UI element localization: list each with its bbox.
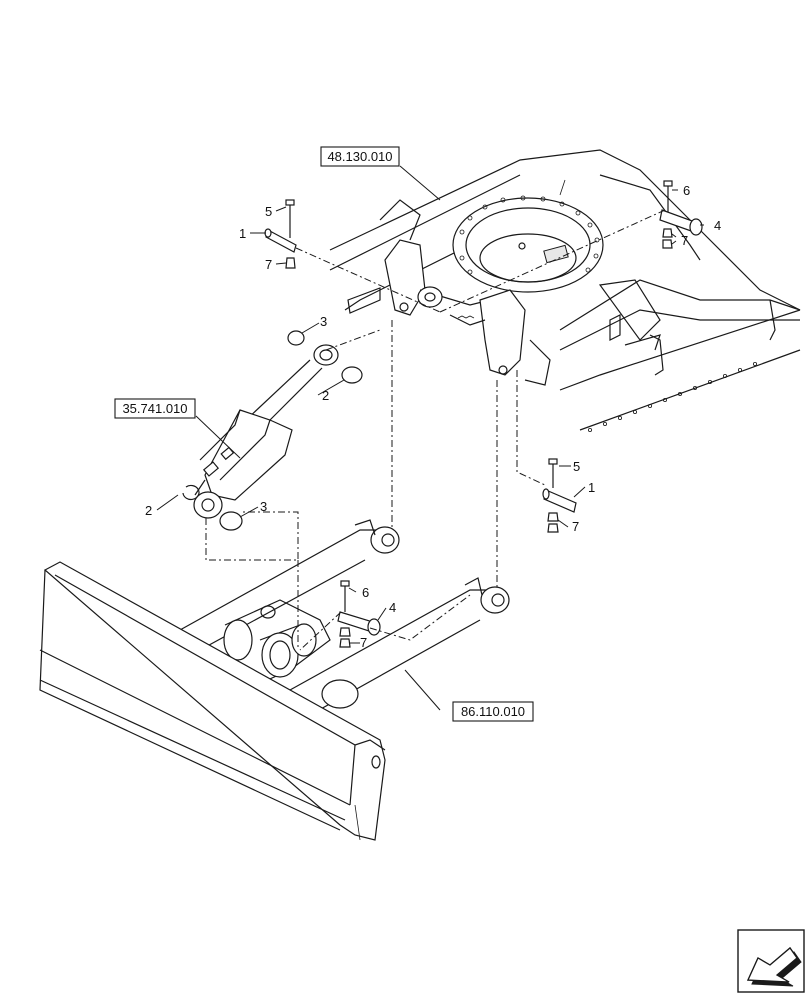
swing-frame-assembly [329,149,801,432]
ref-label-cylinder: 35.741.010 [122,401,187,416]
ref-label-swing-frame: 48.130.010 [327,149,392,164]
next-page-arrow-icon[interactable] [737,929,805,993]
callout-lower-right-nut: 7 [572,519,579,534]
callout-lower-right-bolt: 5 [573,459,580,474]
callout-lower-right-pin: 1 [588,480,595,495]
rod-o-ring [287,330,305,346]
callout-base-ring: 3 [260,499,267,514]
callout-rod-snap-ring: 2 [322,388,329,403]
ref-box-cylinder[interactable]: 35.741.010 [114,398,196,419]
callout-upper-right-pin: 4 [714,218,721,233]
callout-lower-center-bolt: 6 [362,585,369,600]
hardware-upper-left [264,199,297,269]
ref-box-swing-frame[interactable]: 48.130.010 [320,146,400,167]
blade-lift-cylinder [193,344,339,519]
hardware-lower-right [542,458,577,533]
callout-upper-right-bolt: 6 [683,183,690,198]
callout-lower-center-pin: 4 [389,600,396,615]
callout-upper-left-pin: 1 [239,226,246,241]
callout-upper-left-bolt: 5 [265,204,272,219]
callout-rod-ring: 3 [320,314,327,329]
leader-lines [156,165,704,711]
ref-box-blade[interactable]: 86.110.010 [452,701,534,722]
callout-base-snap-ring: 2 [145,503,152,518]
cylinder-seals [182,330,363,531]
car-body-holes [588,361,758,432]
callout-upper-right-nut: 7 [681,233,688,248]
base-o-ring [219,511,243,531]
ref-label-blade: 86.110.010 [461,704,525,719]
slewing-ring-bolt-holes [459,195,600,275]
hardware-lower-center [337,580,381,648]
base-snap-ring [182,484,200,501]
dozer-blade-assembly [39,519,510,841]
rod-snap-ring [341,366,363,384]
callout-lower-center-nut: 7 [360,635,367,650]
hardware-upper-right [659,180,703,249]
callout-upper-left-nut: 7 [265,257,272,272]
alignment-lines [205,209,666,651]
callout-numbers: 1 5 7 6 4 7 3 2 2 3 5 1 7 6 4 7 [145,183,721,650]
